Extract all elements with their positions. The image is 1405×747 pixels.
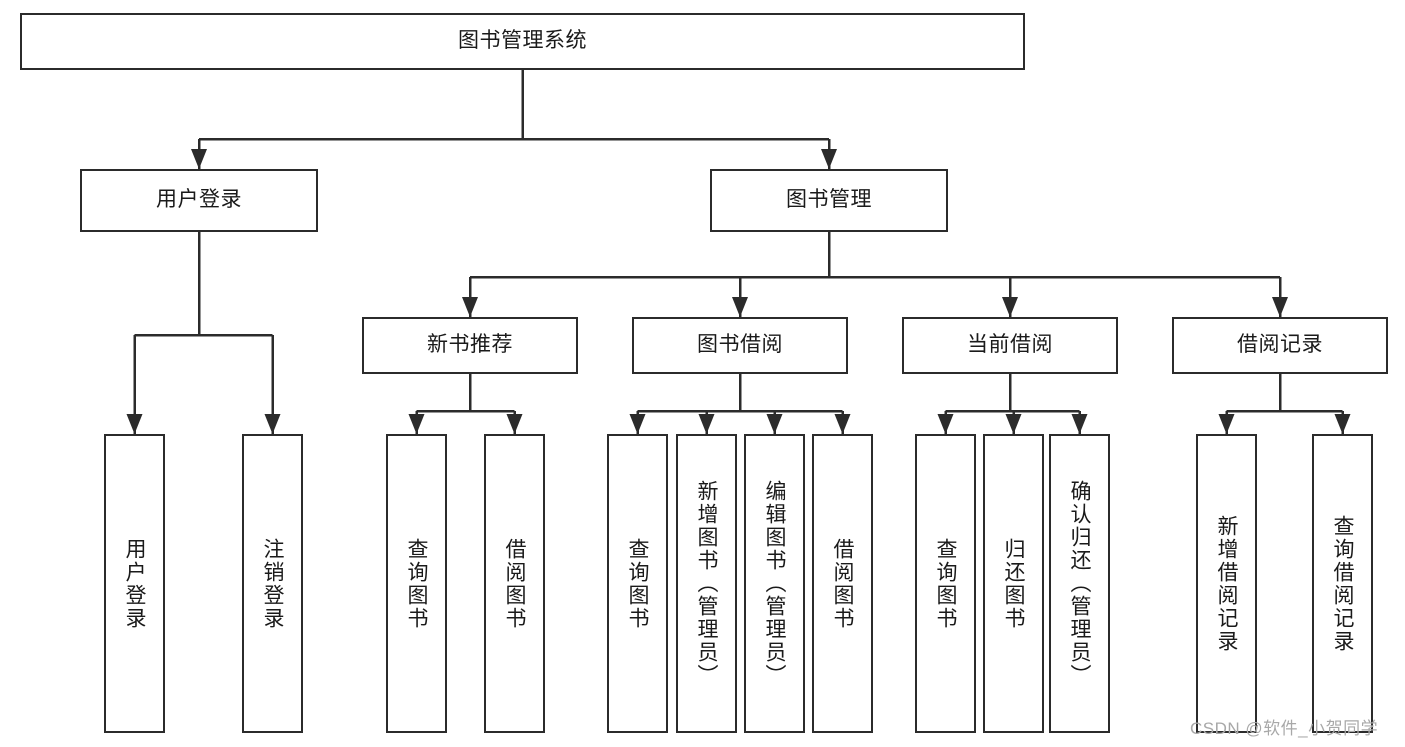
- arrowhead-icon: [408, 414, 425, 434]
- arrowhead-icon: [937, 414, 954, 434]
- arrowhead-icon: [1071, 414, 1088, 434]
- arrowhead-icon: [1002, 297, 1018, 317]
- node-l_login[interactable]: 用户登录: [104, 434, 165, 733]
- arrowhead-icon: [834, 414, 851, 434]
- arrowhead-icon: [629, 414, 646, 434]
- arrowhead-icon: [1272, 297, 1288, 317]
- arrowhead-icon: [462, 297, 478, 317]
- node-label-n_query: 查询图书: [405, 537, 428, 630]
- node-label-current: 当前借阅: [967, 333, 1053, 357]
- node-label-c_return: 归还图书: [1002, 537, 1025, 630]
- node-label-bookmgmt: 图书管理: [786, 188, 872, 212]
- node-b_edit[interactable]: 编辑图书（管理员）: [744, 434, 805, 733]
- node-label-l_logout: 注销登录: [261, 537, 284, 630]
- arrowhead-icon: [1334, 414, 1351, 434]
- node-label-l_login: 用户登录: [123, 537, 146, 630]
- node-label-records: 借阅记录: [1237, 333, 1323, 357]
- node-label-newbook: 新书推荐: [427, 333, 513, 357]
- node-bookmgmt[interactable]: 图书管理: [710, 169, 948, 232]
- node-label-c_confirm: 确认归还（管理员）: [1068, 480, 1091, 687]
- node-r_query[interactable]: 查询借阅记录: [1312, 434, 1373, 733]
- node-c_return[interactable]: 归还图书: [983, 434, 1044, 733]
- arrowhead-icon: [506, 414, 523, 434]
- node-label-r_query: 查询借阅记录: [1331, 514, 1354, 653]
- node-label-root: 图书管理系统: [458, 29, 587, 53]
- node-current[interactable]: 当前借阅: [902, 317, 1118, 374]
- node-root[interactable]: 图书管理系统: [20, 13, 1025, 70]
- node-n_borrow[interactable]: 借阅图书: [484, 434, 545, 733]
- node-c_query[interactable]: 查询图书: [915, 434, 976, 733]
- node-label-c_query: 查询图书: [934, 537, 957, 630]
- node-b_lend[interactable]: 借阅图书: [812, 434, 873, 733]
- node-login[interactable]: 用户登录: [80, 169, 318, 232]
- node-borrow[interactable]: 图书借阅: [632, 317, 848, 374]
- arrowhead-icon: [191, 149, 207, 169]
- node-c_confirm[interactable]: 确认归还（管理员）: [1049, 434, 1110, 733]
- node-label-b_edit: 编辑图书（管理员）: [763, 480, 786, 687]
- arrowhead-icon: [1005, 414, 1022, 434]
- arrowhead-icon: [1218, 414, 1235, 434]
- arrowhead-icon: [264, 414, 281, 434]
- node-records[interactable]: 借阅记录: [1172, 317, 1388, 374]
- node-l_logout[interactable]: 注销登录: [242, 434, 303, 733]
- node-label-r_add: 新增借阅记录: [1215, 514, 1238, 653]
- arrowhead-icon: [126, 414, 143, 434]
- arrowhead-icon: [732, 297, 748, 317]
- arrowhead-icon: [766, 414, 783, 434]
- node-label-b_add: 新增图书（管理员）: [695, 480, 718, 687]
- node-r_add[interactable]: 新增借阅记录: [1196, 434, 1257, 733]
- arrowhead-icon: [821, 149, 837, 169]
- node-b_add[interactable]: 新增图书（管理员）: [676, 434, 737, 733]
- node-label-login: 用户登录: [156, 188, 242, 212]
- node-label-b_query: 查询图书: [626, 537, 649, 630]
- node-n_query[interactable]: 查询图书: [386, 434, 447, 733]
- node-newbook[interactable]: 新书推荐: [362, 317, 578, 374]
- node-label-b_lend: 借阅图书: [831, 537, 854, 630]
- arrowhead-icon: [698, 414, 715, 434]
- node-b_query[interactable]: 查询图书: [607, 434, 668, 733]
- node-label-borrow: 图书借阅: [697, 333, 783, 357]
- node-label-n_borrow: 借阅图书: [503, 537, 526, 630]
